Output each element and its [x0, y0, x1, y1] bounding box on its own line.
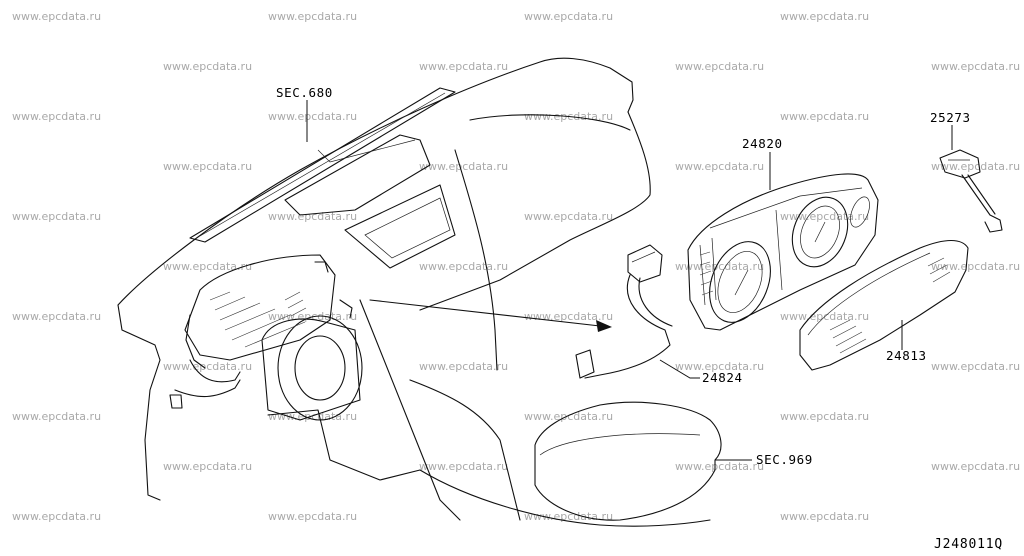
- watermark-text: www.epcdata.ru: [931, 160, 1020, 173]
- harness-24824: [575, 244, 673, 379]
- watermark-text: www.epcdata.ru: [12, 10, 101, 23]
- figure-code: J248011Q: [934, 537, 1003, 552]
- watermark-text: www.epcdata.ru: [931, 260, 1020, 273]
- watermark-text: www.epcdata.ru: [524, 410, 613, 423]
- watermark-text: www.epcdata.ru: [675, 460, 764, 473]
- meter-assembly-24820: [687, 173, 879, 331]
- watermark-text: www.epcdata.ru: [12, 410, 101, 423]
- watermark-text: www.epcdata.ru: [268, 510, 357, 523]
- watermark-text: www.epcdata.ru: [12, 510, 101, 523]
- watermark-text: www.epcdata.ru: [268, 210, 357, 223]
- watermark-text: www.epcdata.ru: [780, 10, 869, 23]
- dashboard-drawing: [117, 57, 722, 527]
- watermark-text: www.epcdata.ru: [268, 410, 357, 423]
- watermark-text: www.epcdata.ru: [524, 310, 613, 323]
- callout-sec-680: SEC.680: [276, 85, 333, 100]
- watermark-text: www.epcdata.ru: [12, 210, 101, 223]
- watermark-text: www.epcdata.ru: [268, 10, 357, 23]
- watermark-text: www.epcdata.ru: [931, 360, 1020, 373]
- watermark-text: www.epcdata.ru: [419, 260, 508, 273]
- callout-24824: 24824: [702, 370, 743, 385]
- watermark-text: www.epcdata.ru: [12, 110, 101, 123]
- watermark-text: www.epcdata.ru: [524, 10, 613, 23]
- watermark-text: www.epcdata.ru: [419, 60, 508, 73]
- watermark-text: www.epcdata.ru: [780, 510, 869, 523]
- watermark-text: www.epcdata.ru: [419, 360, 508, 373]
- watermark-text: www.epcdata.ru: [780, 110, 869, 123]
- watermark-text: www.epcdata.ru: [163, 160, 252, 173]
- callout-25273: 25273: [930, 110, 971, 125]
- switch-25273: [939, 149, 1003, 233]
- callout-24820: 24820: [742, 136, 783, 151]
- watermark-text: www.epcdata.ru: [524, 510, 613, 523]
- watermark-text: www.epcdata.ru: [931, 60, 1020, 73]
- watermark-text: www.epcdata.ru: [780, 410, 869, 423]
- watermark-text: www.epcdata.ru: [163, 260, 252, 273]
- watermark-text: www.epcdata.ru: [163, 360, 252, 373]
- watermark-text: www.epcdata.ru: [675, 260, 764, 273]
- watermark-text: www.epcdata.ru: [419, 460, 508, 473]
- watermark-text: www.epcdata.ru: [675, 360, 764, 373]
- watermark-text: www.epcdata.ru: [268, 110, 357, 123]
- watermark-text: www.epcdata.ru: [12, 310, 101, 323]
- watermark-text: www.epcdata.ru: [675, 60, 764, 73]
- callout-sec-969: SEC.969: [756, 452, 813, 467]
- lens-24813: [799, 239, 969, 371]
- watermark-text: www.epcdata.ru: [675, 160, 764, 173]
- watermark-text: www.epcdata.ru: [163, 460, 252, 473]
- watermark-text: www.epcdata.ru: [780, 210, 869, 223]
- callout-24813: 24813: [886, 348, 927, 363]
- leader-lines: [306, 100, 953, 461]
- watermark-text: www.epcdata.ru: [524, 210, 613, 223]
- watermark-text: www.epcdata.ru: [419, 160, 508, 173]
- watermark-text: www.epcdata.ru: [931, 460, 1020, 473]
- watermark-text: www.epcdata.ru: [163, 60, 252, 73]
- watermark-layer: www.epcdata.ru www.epcdata.ru www.epcdata.…: [12, 10, 1020, 523]
